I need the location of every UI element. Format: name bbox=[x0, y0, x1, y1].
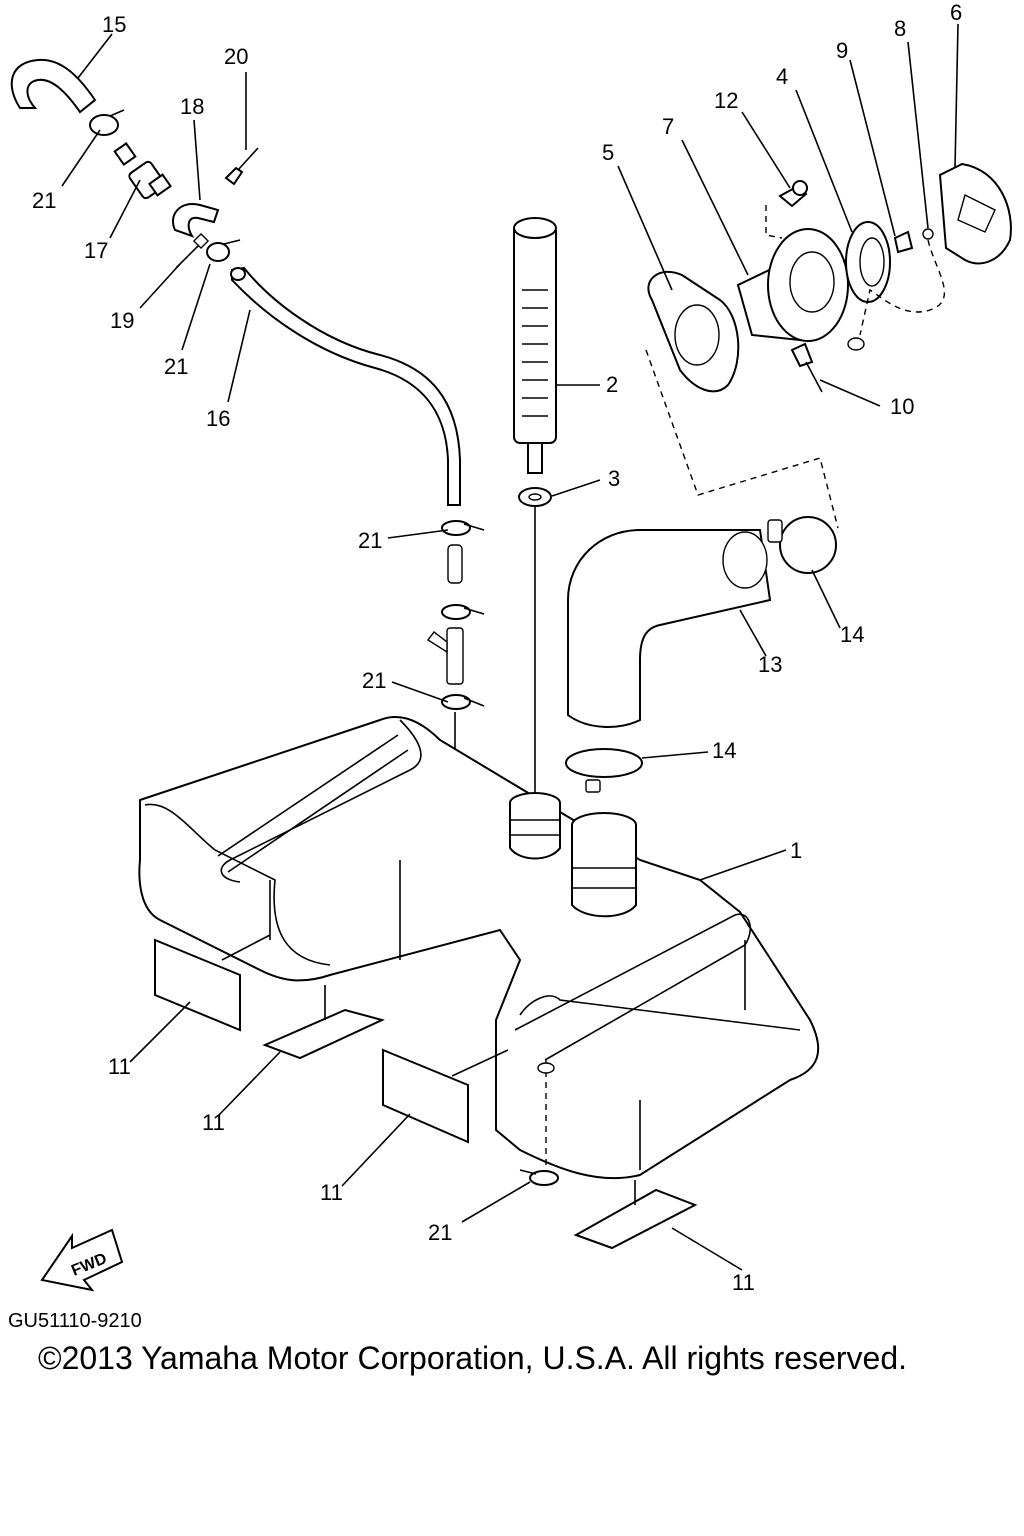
tank-filler-neck bbox=[571, 812, 637, 918]
callout-12: 12 bbox=[714, 88, 738, 113]
leader-lines bbox=[61, 23, 959, 1271]
callout-2: 2 bbox=[606, 372, 618, 397]
callout-20: 20 bbox=[224, 44, 248, 69]
vent-joint bbox=[426, 544, 485, 685]
part-1-fuel-tank bbox=[138, 715, 820, 1180]
part-21-hose-clip-upper bbox=[441, 520, 485, 536]
callout-6: 6 bbox=[950, 0, 962, 25]
part-10-drain-plug bbox=[790, 342, 823, 393]
tank-drain-fitting bbox=[537, 1060, 555, 1175]
callout-21: 21 bbox=[358, 528, 382, 553]
callout-14: 14 bbox=[712, 738, 736, 763]
part-21-hose-clip-lower bbox=[441, 694, 485, 710]
callout-14: 14 bbox=[840, 622, 864, 647]
callout-11: 11 bbox=[202, 1110, 225, 1135]
part-21-hose-clip-bottom bbox=[519, 1169, 559, 1186]
part-14-hose-clamp-upper bbox=[767, 516, 837, 574]
callout-11: 11 bbox=[320, 1180, 343, 1205]
callout-11: 11 bbox=[108, 1054, 131, 1079]
part-15-breather-hose bbox=[10, 58, 97, 114]
part-20-rivet bbox=[224, 147, 259, 186]
part-6-fuel-cap bbox=[938, 162, 1012, 265]
part-17-check-valve bbox=[113, 142, 172, 200]
part-5-gasket bbox=[647, 270, 740, 393]
part-8-chain bbox=[847, 228, 946, 351]
callout-4: 4 bbox=[776, 64, 788, 89]
callout-21: 21 bbox=[164, 354, 188, 379]
callout-10: 10 bbox=[890, 394, 914, 419]
part-2-fuel-strainer bbox=[513, 217, 557, 474]
part-7-filler-neck bbox=[736, 228, 849, 342]
part-11-pad-right-flat bbox=[573, 1188, 698, 1250]
callout-16: 16 bbox=[206, 406, 230, 431]
callout-3: 3 bbox=[608, 466, 620, 491]
callout-13: 13 bbox=[758, 652, 782, 677]
callout-5: 5 bbox=[602, 140, 614, 165]
callout-17: 17 bbox=[84, 238, 108, 263]
callout-9: 9 bbox=[836, 38, 848, 63]
diagram-code: GU51110-9210 bbox=[8, 1310, 142, 1332]
tank-fuel-pickup-neck bbox=[509, 792, 561, 860]
callout-1: 1 bbox=[790, 838, 802, 863]
part-13-filler-hose bbox=[567, 529, 772, 728]
part-16-vent-hose bbox=[230, 266, 461, 506]
callout-21: 21 bbox=[428, 1220, 452, 1245]
part-12-screw bbox=[765, 180, 808, 239]
forward-direction-arrow: FWD bbox=[40, 1228, 124, 1292]
part-3-grommet bbox=[518, 487, 552, 507]
callout-21: 21 bbox=[32, 188, 56, 213]
fuel-tank-exploded-diagram: FWD 15 20 18 21 17 19 21 bbox=[10, 0, 1012, 1295]
part-4-seal-ring bbox=[845, 221, 891, 303]
part-11-pad-center-vertical bbox=[382, 1048, 469, 1144]
part-11-pad-left-vertical bbox=[154, 938, 241, 1032]
callout-8: 8 bbox=[894, 16, 906, 41]
copyright-notice: ©2013 Yamaha Motor Corporation, U.S.A. A… bbox=[38, 1340, 908, 1376]
callout-18: 18 bbox=[180, 94, 204, 119]
callout-11: 11 bbox=[732, 1270, 755, 1295]
part-18-clamp-bracket bbox=[172, 203, 220, 238]
part-21-hose-clip-top bbox=[89, 109, 125, 136]
part-11-pad-left-flat bbox=[262, 1008, 385, 1060]
part-9-pin bbox=[893, 230, 914, 254]
callout-21: 21 bbox=[362, 668, 386, 693]
part-21-hose-clip-mid bbox=[206, 239, 241, 262]
part-14-hose-clamp-lower bbox=[565, 748, 643, 793]
callout-19: 19 bbox=[110, 308, 134, 333]
callout-15: 15 bbox=[102, 12, 126, 37]
callout-7: 7 bbox=[662, 114, 674, 139]
part-19-screw bbox=[175, 232, 210, 269]
